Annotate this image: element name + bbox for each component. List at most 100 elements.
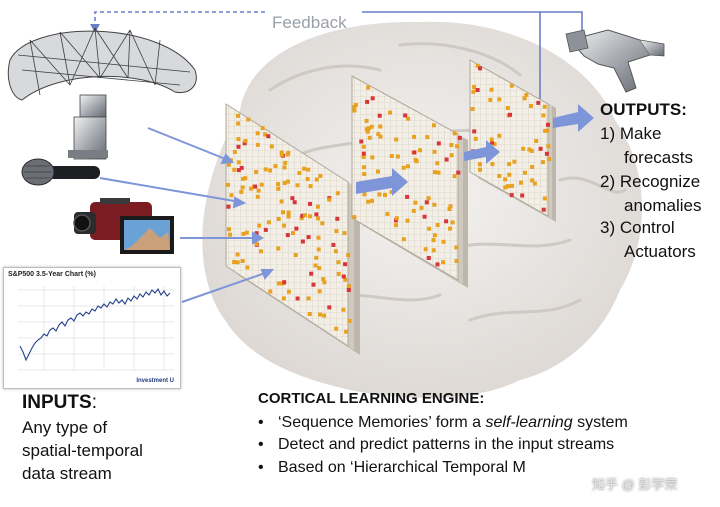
active-cell [431,248,436,253]
active-cell [456,170,461,175]
active-cell [347,319,352,323]
active-cell [472,85,477,89]
active-cell [254,231,259,236]
active-cell [307,312,312,316]
active-cell [308,201,312,206]
active-cell [341,274,346,279]
active-cell [503,185,508,190]
active-cell [227,227,231,232]
active-cell [259,182,264,187]
active-cell [507,162,512,167]
stock-chart-icon: S&P500 3.5-Year Chart (%) Investment U [3,267,181,389]
active-cell [470,107,475,111]
active-cell [276,281,281,286]
active-cell [346,284,351,289]
active-cell [519,180,523,185]
active-cell [478,167,482,172]
active-cell [422,214,427,219]
active-cell [450,220,455,225]
active-cell [444,157,449,162]
watermark: 知乎 @ 彭学荣 [592,477,678,492]
active-cell [452,131,457,136]
active-cell [346,288,351,292]
active-cell [364,118,369,123]
active-cell [432,149,437,154]
active-cell [497,133,502,138]
stock-chart-title: S&P500 3.5-Year Chart (%) [8,271,96,278]
active-cell [226,182,230,187]
active-cell [232,260,237,264]
engine-bullet-1: •‘Sequence Memories’ form a self-learnin… [258,414,628,431]
active-cell [452,174,457,179]
stock-chart-brand: Investment U [136,378,174,384]
active-cell [512,159,517,164]
active-cell [536,100,541,105]
active-cell [376,169,380,174]
active-cell [542,104,547,109]
active-cell [423,247,428,252]
active-cell [276,182,281,187]
active-cell [432,202,437,207]
active-cell [436,170,441,175]
engine-bullet-1-em: self-learning [485,414,573,431]
feedback-label: Feedback [272,13,347,32]
active-cell [266,134,271,139]
active-cell [316,235,321,240]
active-cell [335,191,340,196]
active-cell [316,216,321,221]
active-cell [302,213,307,218]
active-cell [508,112,512,117]
active-cell [418,148,422,153]
active-cell [256,188,261,193]
active-cell [435,161,440,166]
active-cell [523,170,527,175]
active-cell [241,231,246,236]
output-item-1-line1: 1) Make [600,124,662,143]
output-item-2-line1: 2) Recognize [600,172,701,191]
active-cell [540,160,545,165]
active-cell [527,147,532,152]
active-cell [432,170,437,175]
active-cell [276,246,281,251]
active-cell [394,137,399,142]
active-cell [352,215,357,220]
inputs-title: INPUTS: [22,392,97,414]
active-cell [335,216,340,221]
active-cell [490,162,495,167]
active-cell [505,106,510,110]
active-cell [542,196,547,201]
active-cell [244,230,249,235]
active-cell [541,113,546,118]
active-cell [366,126,371,131]
active-cell [346,253,351,258]
active-cell [377,192,382,197]
active-cell [509,83,514,88]
active-cell [255,131,260,136]
active-cell [306,235,311,240]
active-cell [241,176,246,181]
active-cell [457,135,462,140]
active-cell [239,189,244,194]
active-cell [336,260,341,265]
active-cell [362,165,366,170]
active-cell [286,289,291,294]
active-cell [359,139,364,144]
active-cell [413,200,418,205]
active-cell [333,249,338,254]
active-cell [299,216,304,221]
active-cell [228,232,232,237]
active-cell [411,208,416,213]
active-cell [385,211,390,216]
active-cell [362,192,367,197]
active-cell [432,123,436,128]
active-cell [510,183,514,188]
output-item-1-line2: forecasts [624,148,693,167]
active-cell [318,173,323,178]
engine-bullet-1-post: system [572,414,628,431]
inputs-line-2: spatial-temporal [22,441,143,460]
arrow-layer1-to-layer2 [356,168,408,196]
active-cell [320,221,325,226]
output-item-2-line2: anomalies [624,196,702,215]
active-cell [406,116,411,121]
